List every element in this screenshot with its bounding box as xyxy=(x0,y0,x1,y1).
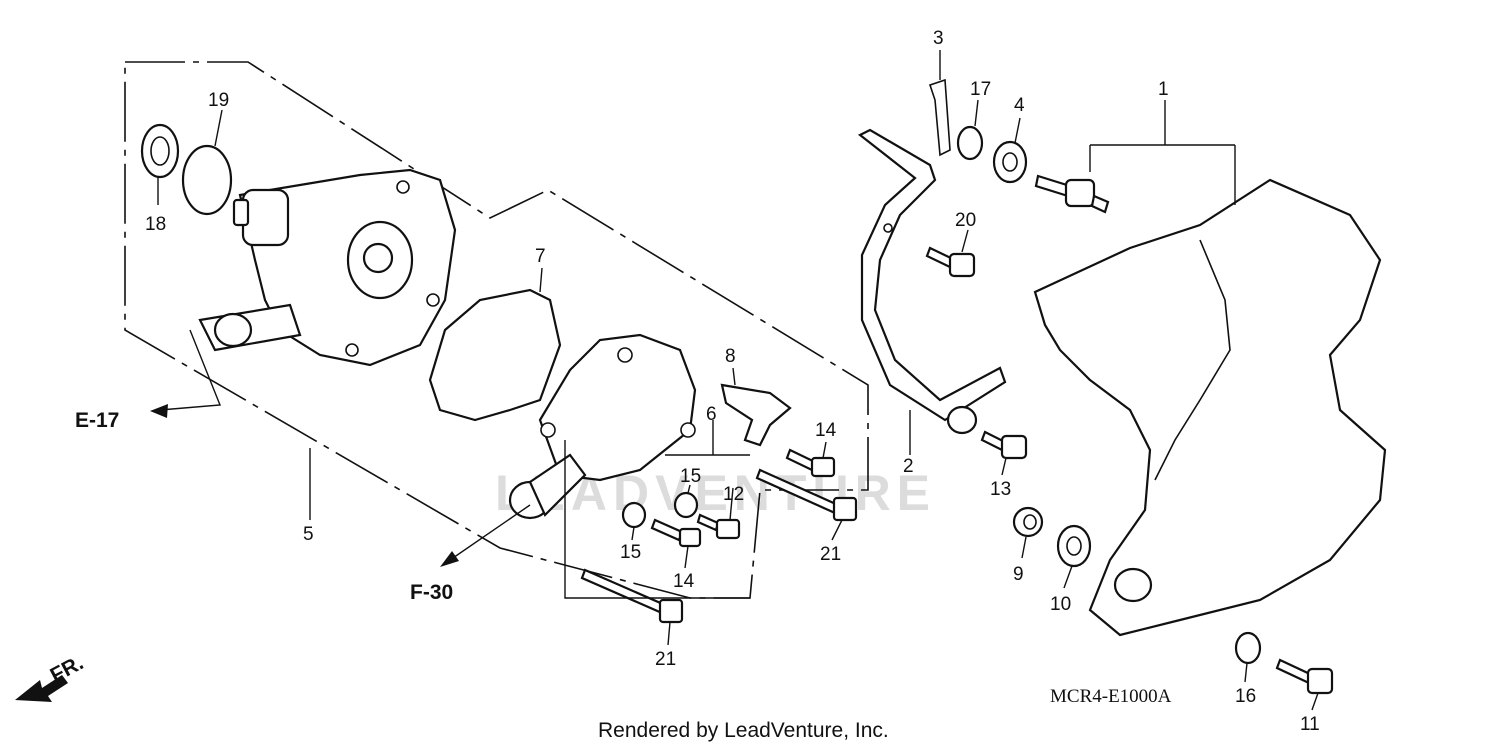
credit-text: Rendered by LeadVenture, Inc. xyxy=(598,719,889,742)
long-bolt-21-lower xyxy=(580,568,684,624)
side-cover-part xyxy=(1033,178,1387,637)
callout-5: 5 xyxy=(303,524,314,545)
bolt-11 xyxy=(1275,658,1334,695)
callout-12: 12 xyxy=(723,484,744,505)
callout-3: 3 xyxy=(933,28,944,49)
callout-21-lower: 21 xyxy=(655,649,676,670)
grommet-4 xyxy=(992,140,1028,184)
callout-13: 13 xyxy=(990,479,1011,500)
callout-15-upper: 15 xyxy=(680,466,701,487)
washer-15-lower xyxy=(621,501,647,529)
callout-21-upper: 21 xyxy=(820,544,841,565)
bolt-20 xyxy=(925,246,976,278)
callout-10: 10 xyxy=(1050,594,1071,615)
pump-assembly-frame xyxy=(124,61,869,599)
callout-14-upper: 14 xyxy=(815,420,837,441)
diagram-code: MCR4-E1000A xyxy=(1050,686,1172,707)
callout-11: 11 xyxy=(1300,714,1320,735)
mount-tab xyxy=(946,405,978,435)
callout-6: 6 xyxy=(706,404,717,425)
ref-f30: F-30 xyxy=(410,581,453,604)
callout-16: 16 xyxy=(1235,686,1256,707)
gasket-part xyxy=(428,288,562,422)
callout-1: 1 xyxy=(1158,79,1169,100)
callout-7: 7 xyxy=(535,246,546,267)
grommet-10 xyxy=(1056,524,1092,568)
guide-plate-part xyxy=(857,128,1007,422)
callout-labels: 1 2 3 4 5 6 7 8 9 10 11 12 13 14 14 15 1… xyxy=(145,28,1320,735)
stud-bolt-1 xyxy=(1034,174,1110,214)
washer-17 xyxy=(956,125,984,161)
callout-19: 19 xyxy=(208,90,229,111)
callout-15-lower: 15 xyxy=(620,542,641,563)
bracket-part xyxy=(720,383,792,447)
ref-e17: E-17 xyxy=(75,409,119,432)
pump-cover-part xyxy=(508,333,697,520)
bolt-12 xyxy=(696,513,741,540)
bolt-13 xyxy=(980,430,1028,460)
washer-16 xyxy=(1234,631,1262,665)
bearing-part xyxy=(140,123,180,179)
collar-9 xyxy=(1012,506,1044,538)
clip-part xyxy=(928,78,951,157)
callout-20: 20 xyxy=(955,210,976,231)
front-direction-arrow xyxy=(15,675,68,702)
callout-14-lower: 14 xyxy=(673,571,695,592)
callout-9: 9 xyxy=(1013,564,1024,585)
bolt-14-upper xyxy=(785,448,836,478)
o-ring-part xyxy=(181,144,233,216)
callout-18: 18 xyxy=(145,214,166,235)
callout-17: 17 xyxy=(970,79,991,100)
callout-8: 8 xyxy=(725,346,736,367)
washer-15-upper xyxy=(673,491,699,519)
bolt-14-lower xyxy=(650,518,702,548)
callout-2: 2 xyxy=(903,456,914,477)
long-bolt-21-upper xyxy=(755,468,858,522)
leader-lines xyxy=(150,50,1319,711)
water-pump-body xyxy=(198,168,457,367)
callout-4: 4 xyxy=(1014,95,1025,116)
